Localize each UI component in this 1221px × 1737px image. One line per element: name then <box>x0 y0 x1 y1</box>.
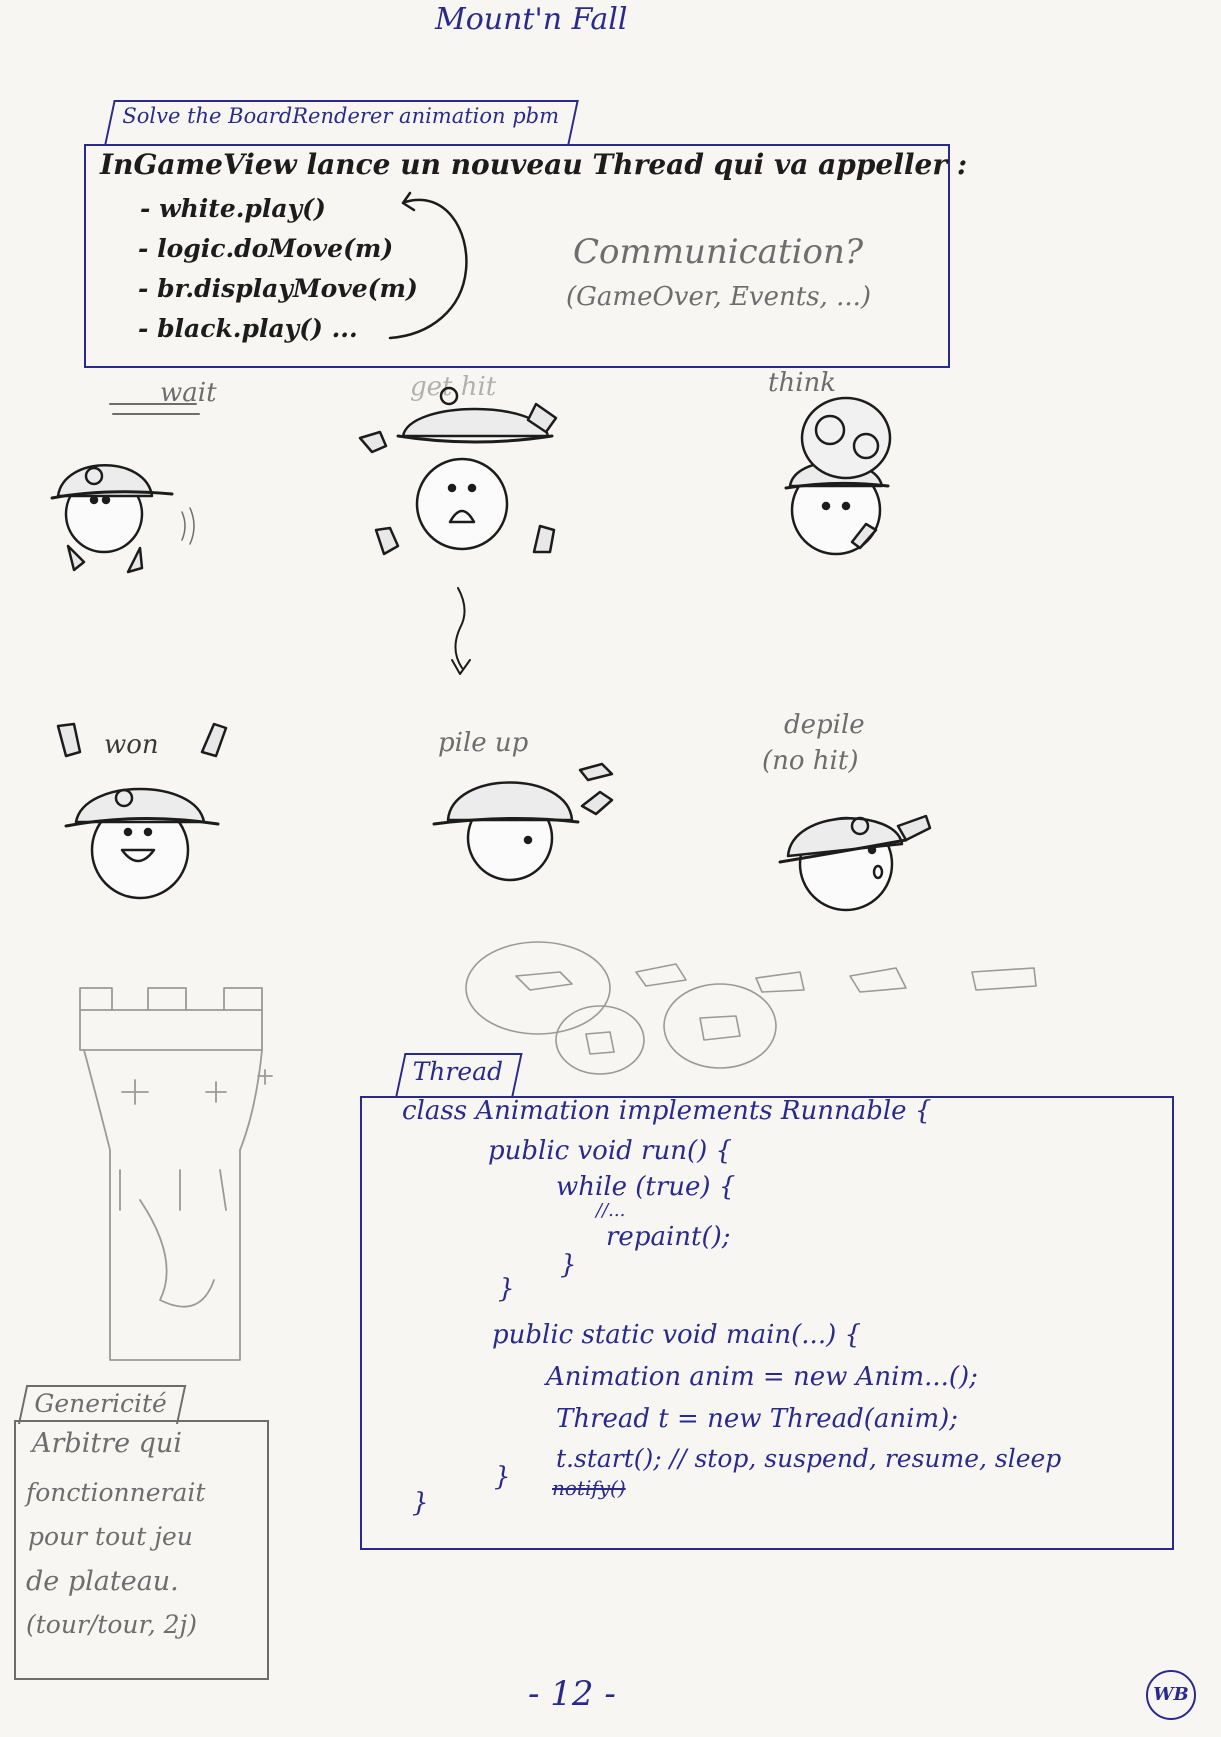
genericity-line: fonctionnerait <box>26 1478 206 1507</box>
code-line: public void run() { <box>488 1136 733 1166</box>
genericity-line: pour tout jeu <box>28 1522 193 1551</box>
code-line: public static void main(...) { <box>492 1320 862 1350</box>
animation-box-heading: InGameView lance un nouveau Thread qui v… <box>100 148 968 181</box>
won-character <box>56 722 228 900</box>
peace-symbol-icon <box>84 466 104 486</box>
code-line: Thread t = new Thread(anim); <box>556 1404 959 1434</box>
think-character <box>784 396 892 556</box>
genericity-box-tab: Genericité <box>18 1385 187 1424</box>
label-think: think <box>768 368 837 398</box>
thread-box <box>360 1096 1174 1550</box>
label-depile: depile <box>784 710 865 740</box>
call-white-play: - white.play() <box>140 194 326 223</box>
glove-icon <box>66 544 144 574</box>
label-won: won <box>104 730 159 760</box>
glove-doodles <box>465 941 1037 1075</box>
page-title: Mount'n Fall <box>435 2 628 37</box>
genericity-line: Arbitre qui <box>32 1428 182 1459</box>
depile-character <box>778 814 932 912</box>
castle-tower-icon <box>79 987 273 1361</box>
genericity-box <box>14 1420 269 1680</box>
code-line: } <box>498 1274 515 1304</box>
loop-arrow-icon <box>388 198 468 340</box>
code-line: repaint(); <box>606 1222 731 1252</box>
code-line: Animation anim = new Anim...(); <box>546 1362 978 1392</box>
thread-box-tab: Thread <box>395 1053 524 1098</box>
code-line: while (true) { <box>556 1172 736 1202</box>
label-no-hit: (no hit) <box>762 746 859 776</box>
gear-icon <box>800 396 892 480</box>
pile-up-character <box>432 762 614 882</box>
code-line: //... <box>596 1200 626 1221</box>
genericity-line: de plateau. <box>26 1566 179 1597</box>
label-pile-up: pile up <box>438 728 529 758</box>
animation-box <box>84 144 950 368</box>
get-hit-character <box>358 386 558 675</box>
call-br-displaymove: - br.displayMove(m) <box>138 274 418 303</box>
genericity-line: (tour/tour, 2j) <box>26 1610 198 1639</box>
code-line: } <box>412 1488 429 1518</box>
code-line: t.start(); // stop, suspend, resume, sle… <box>556 1444 1062 1473</box>
code-line: class Animation implements Runnable { <box>402 1096 932 1126</box>
code-line: } <box>494 1462 511 1492</box>
wait-character <box>50 403 200 574</box>
signature-mark: WB <box>1146 1670 1196 1720</box>
code-line-struck: notify() <box>552 1476 626 1500</box>
code-line: } <box>560 1250 577 1280</box>
page-number: - 12 - <box>528 1674 616 1714</box>
call-black-play: - black.play() ... <box>138 314 358 343</box>
label-get-hit: get hit <box>410 372 497 402</box>
communication-question: Communication? <box>573 232 864 272</box>
call-logic-domove: - logic.doMove(m) <box>138 234 394 263</box>
communication-detail: (GameOver, Events, ...) <box>566 282 872 312</box>
